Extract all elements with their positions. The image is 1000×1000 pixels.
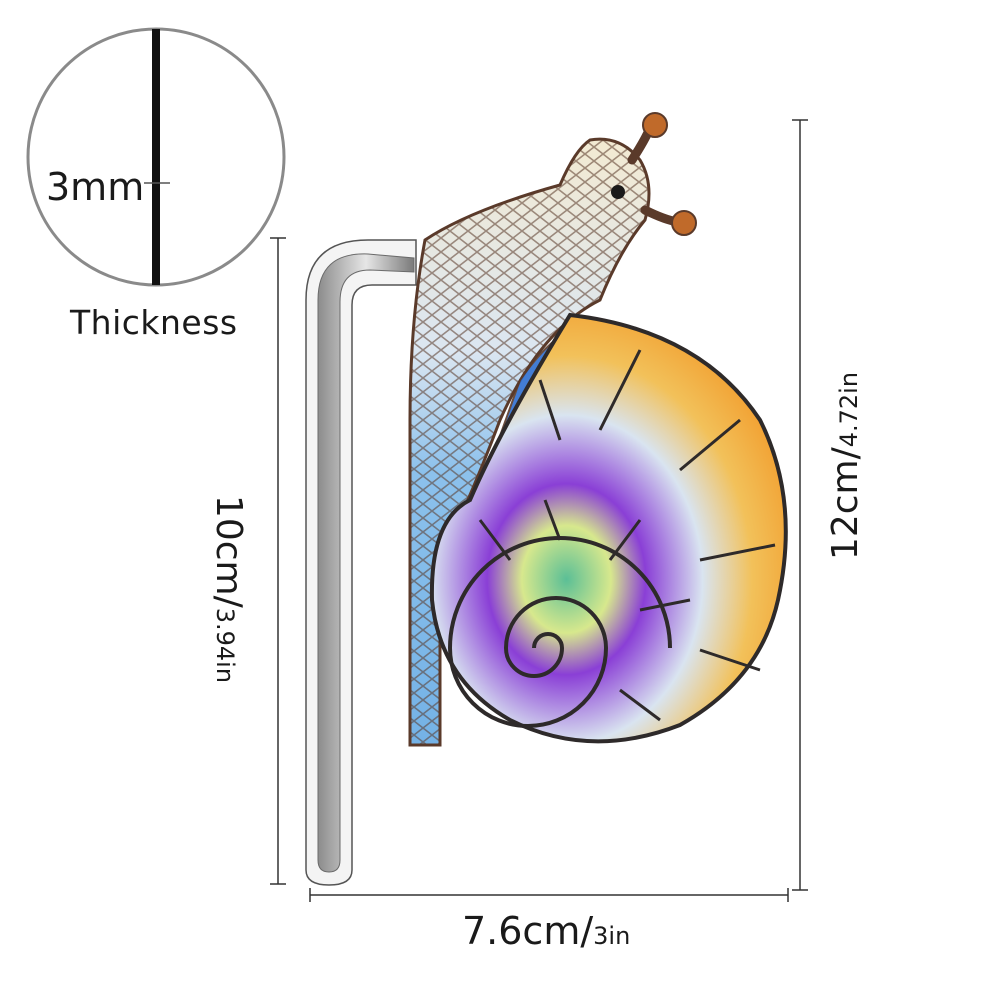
width-dimension-label: 7.6cm/3in [462, 912, 630, 950]
width-imperial: 3in [593, 922, 631, 950]
total-height-label: 12cm/4.72in [825, 371, 866, 561]
hook-height-imperial: 3.94in [211, 607, 239, 684]
hook-height-label: 10cm/3.94in [208, 494, 249, 684]
total-height-imperial: 4.72in [835, 371, 863, 448]
hook-height-metric: 10cm/ [208, 494, 249, 608]
thickness-bar [152, 29, 160, 285]
dimension-lines [270, 119, 808, 902]
thickness-value: 3mm [46, 165, 145, 209]
thickness-caption: Thickness [70, 303, 238, 342]
total-height-metric: 12cm/ [825, 447, 866, 561]
snail-shell [429, 312, 788, 744]
metal-hook [305, 239, 417, 886]
thickness-indicator [26, 27, 286, 287]
width-metric: 7.6cm/ [462, 909, 594, 953]
